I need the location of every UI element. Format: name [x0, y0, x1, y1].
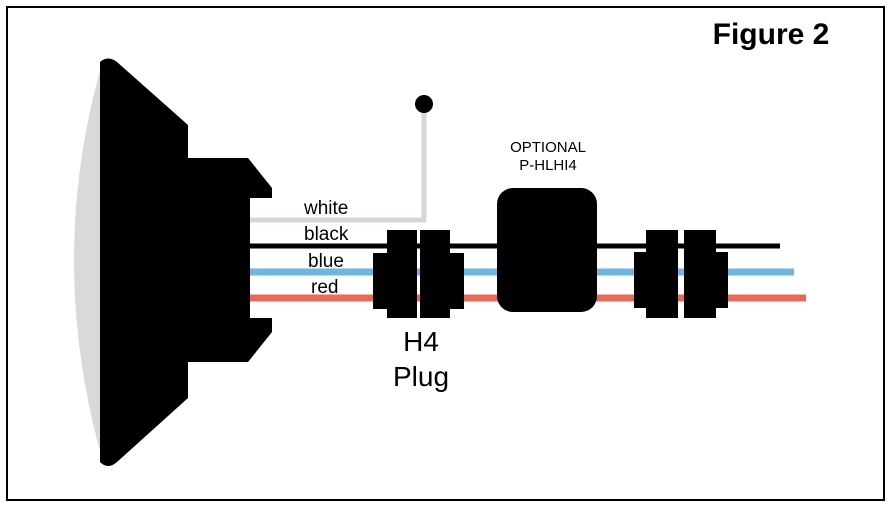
h4-plug-half-left-body: [387, 230, 417, 318]
h4-plug-label-line1: H4: [403, 326, 439, 357]
headlamp-lens: [74, 60, 103, 462]
wire-label-white: white: [303, 198, 348, 219]
optional-module-label-line2: P-HLHI4: [519, 157, 577, 174]
optional-module-box: [497, 188, 597, 312]
h4-plug-connector: [373, 230, 464, 318]
wire-label-blue: blue: [308, 251, 344, 272]
wire-white: [250, 106, 427, 223]
inline-connector-right-body: [684, 230, 716, 318]
wire-label-red: red: [311, 277, 338, 298]
inline-connector-right-stub: [712, 252, 728, 308]
h4-plug-half-right: [444, 253, 464, 309]
figure-title: Figure 2: [713, 18, 830, 51]
headlamp-housing: [100, 58, 272, 466]
h4-plug-label-line2: Plug: [393, 361, 449, 392]
inline-connector-left-body: [646, 230, 678, 318]
inline-connector-right: [634, 230, 728, 318]
wire-label-black: black: [304, 224, 349, 245]
optional-module-label-line1: OPTIONAL: [510, 139, 586, 156]
wire-white-ground-terminal: [415, 95, 433, 113]
